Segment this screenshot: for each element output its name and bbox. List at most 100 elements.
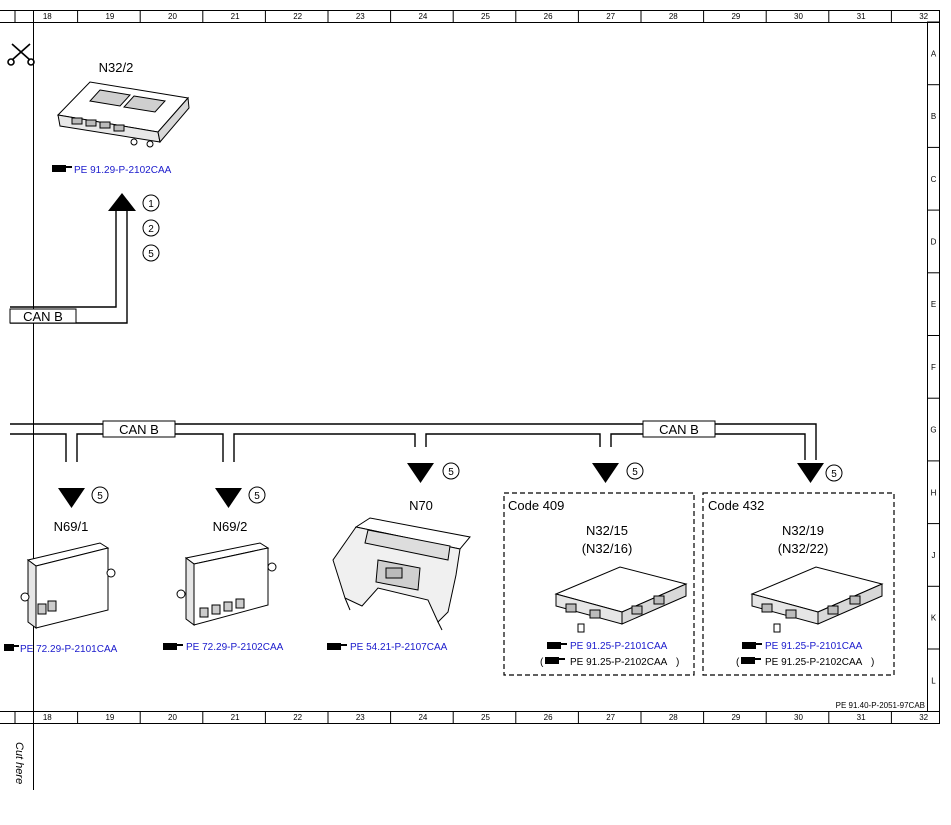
ruler-column-label: 19 <box>105 12 114 21</box>
ruler-column-label: 25 <box>481 12 490 21</box>
marker-5-n69-2: 5 <box>248 486 266 504</box>
svg-text:): ) <box>871 657 874 668</box>
pointing-hand-icon <box>545 657 565 664</box>
ruler-column-label: 27 <box>606 12 615 21</box>
marker-2: 2 <box>142 219 160 237</box>
pointing-hand-icon <box>327 643 347 650</box>
marker-5-n32-15: 5 <box>626 462 644 480</box>
ruler-row-label: A <box>931 49 937 58</box>
pointing-hand-icon <box>4 644 19 651</box>
reference-link-n32-22[interactable]: ( PE 91.25-P-2102CAA ) <box>736 657 874 668</box>
component-alt-label-n32-16: (N32/16) <box>582 541 633 556</box>
svg-text:PE 54.21-P-2107CAA: PE 54.21-P-2107CAA <box>350 642 448 653</box>
svg-text:5: 5 <box>97 491 103 502</box>
svg-text:5: 5 <box>448 467 454 478</box>
ruler-column-label: 29 <box>731 713 740 722</box>
svg-text:PE 72.29-P-2102CAA: PE 72.29-P-2102CAA <box>186 642 284 653</box>
reference-link-n69-2[interactable]: PE 72.29-P-2102CAA <box>163 642 284 653</box>
ruler-column-label: 30 <box>794 12 803 21</box>
module-n69-2-image <box>176 542 277 626</box>
ruler-column-label: 21 <box>231 713 240 722</box>
ruler-column-label: 30 <box>794 713 803 722</box>
can-bus-label: CAN B <box>23 309 63 324</box>
svg-text:PE 91.25-P-2102CAA: PE 91.25-P-2102CAA <box>570 657 668 668</box>
ruler-column-label: 29 <box>731 12 740 21</box>
ruler-column-label: 20 <box>168 12 177 21</box>
reference-link-n70[interactable]: PE 54.21-P-2107CAA <box>327 642 448 653</box>
component-label-n32-2: N32/2 <box>99 60 134 75</box>
ruler-row-label: C <box>931 175 937 184</box>
ruler-row-label: F <box>931 363 936 372</box>
ruler-column-label: 24 <box>418 713 427 722</box>
reference-link-n32-16[interactable]: ( PE 91.25-P-2102CAA ) <box>540 657 679 668</box>
component-label-n32-19: N32/19 <box>782 523 824 538</box>
ruler-column-label: 23 <box>356 12 365 21</box>
ruler-row-label: G <box>930 426 936 435</box>
reference-link-n69-1[interactable]: PE 72.29-P-2101CAA <box>4 644 118 655</box>
component-label-n69-1: N69/1 <box>54 519 89 534</box>
ruler-column-label: 19 <box>105 713 114 722</box>
can-bus-label-box-2 <box>102 420 176 438</box>
drawing-frame <box>0 10 940 790</box>
ruler-column-label: 28 <box>669 12 678 21</box>
svg-text:PE 72.29-P-2101CAA: PE 72.29-P-2101CAA <box>20 644 118 655</box>
marker-5-n69-1: 5 <box>91 486 109 504</box>
ruler-column-label: 20 <box>168 713 177 722</box>
svg-text:PE 91.25-P-2101CAA: PE 91.25-P-2101CAA <box>765 641 863 652</box>
svg-text:5: 5 <box>831 469 837 480</box>
code-409-box <box>503 492 695 676</box>
svg-text:2: 2 <box>148 224 154 235</box>
component-label-n69-2: N69/2 <box>213 519 248 534</box>
ruler-column-label: 28 <box>669 713 678 722</box>
ruler-row-label: L <box>931 676 936 685</box>
can-bus-label-box <box>9 308 77 324</box>
ruler-column-label: 18 <box>43 12 52 21</box>
ruler-row-label: E <box>931 300 936 309</box>
arrow-up-n32-2 <box>108 193 136 211</box>
pointing-hand-icon <box>741 657 761 664</box>
column-ruler: 1818191920202121222223232424252526262727… <box>14 10 929 723</box>
ruler-column-label: 23 <box>356 713 365 722</box>
document-id: PE 91.40-P-2051-97CAB <box>836 701 925 710</box>
svg-text:PE 91.25-P-2101CAA: PE 91.25-P-2101CAA <box>570 641 668 652</box>
code-432-label: Code 432 <box>708 498 764 513</box>
reference-link-n32-2[interactable]: PE 91.29-P-2102CAA <box>52 165 172 176</box>
marker-1: 1 <box>142 194 160 212</box>
can-bus-label-2: CAN B <box>119 422 159 437</box>
marker-5-n70: 5 <box>442 462 460 480</box>
ruler-column-label: 22 <box>293 12 302 21</box>
ruler-column-label: 21 <box>231 12 240 21</box>
reference-link-n32-19[interactable]: PE 91.25-P-2101CAA <box>742 641 863 652</box>
pointing-hand-icon <box>163 643 183 650</box>
arrow-down-n70 <box>407 463 434 483</box>
arrow-down-n69-2 <box>215 488 242 508</box>
ruler-column-label: 26 <box>544 713 553 722</box>
module-n32-2-image <box>56 81 190 148</box>
component-label-n70: N70 <box>409 498 433 513</box>
marker-5-n32-19: 5 <box>825 464 843 482</box>
ruler-row-label: J <box>932 551 936 560</box>
cut-here-label: Cut here <box>13 742 25 784</box>
can-bus-label-box-3 <box>642 420 716 438</box>
svg-text:5: 5 <box>148 249 154 260</box>
module-n69-1-image <box>20 542 116 629</box>
can-bus-upper <box>10 210 128 324</box>
ruler-row-label: K <box>931 614 937 623</box>
ruler-column-label: 22 <box>293 713 302 722</box>
scissors-icon <box>7 43 35 66</box>
pointing-hand-icon <box>742 642 762 649</box>
ruler-column-label: 32 <box>919 713 928 722</box>
can-bus-label-3: CAN B <box>659 422 699 437</box>
ruler-column-label: 31 <box>857 713 866 722</box>
reference-link-n32-15[interactable]: PE 91.25-P-2101CAA <box>547 641 668 652</box>
ruler-column-label: 18 <box>43 713 52 722</box>
ruler-row-label: B <box>931 112 936 121</box>
component-alt-label-n32-22: (N32/22) <box>778 541 829 556</box>
ruler-column-label: 32 <box>919 12 928 21</box>
ruler-column-label: 26 <box>544 12 553 21</box>
svg-text:5: 5 <box>632 467 638 478</box>
svg-text:(: ( <box>540 657 544 668</box>
ruler-row-label: H <box>931 488 937 497</box>
